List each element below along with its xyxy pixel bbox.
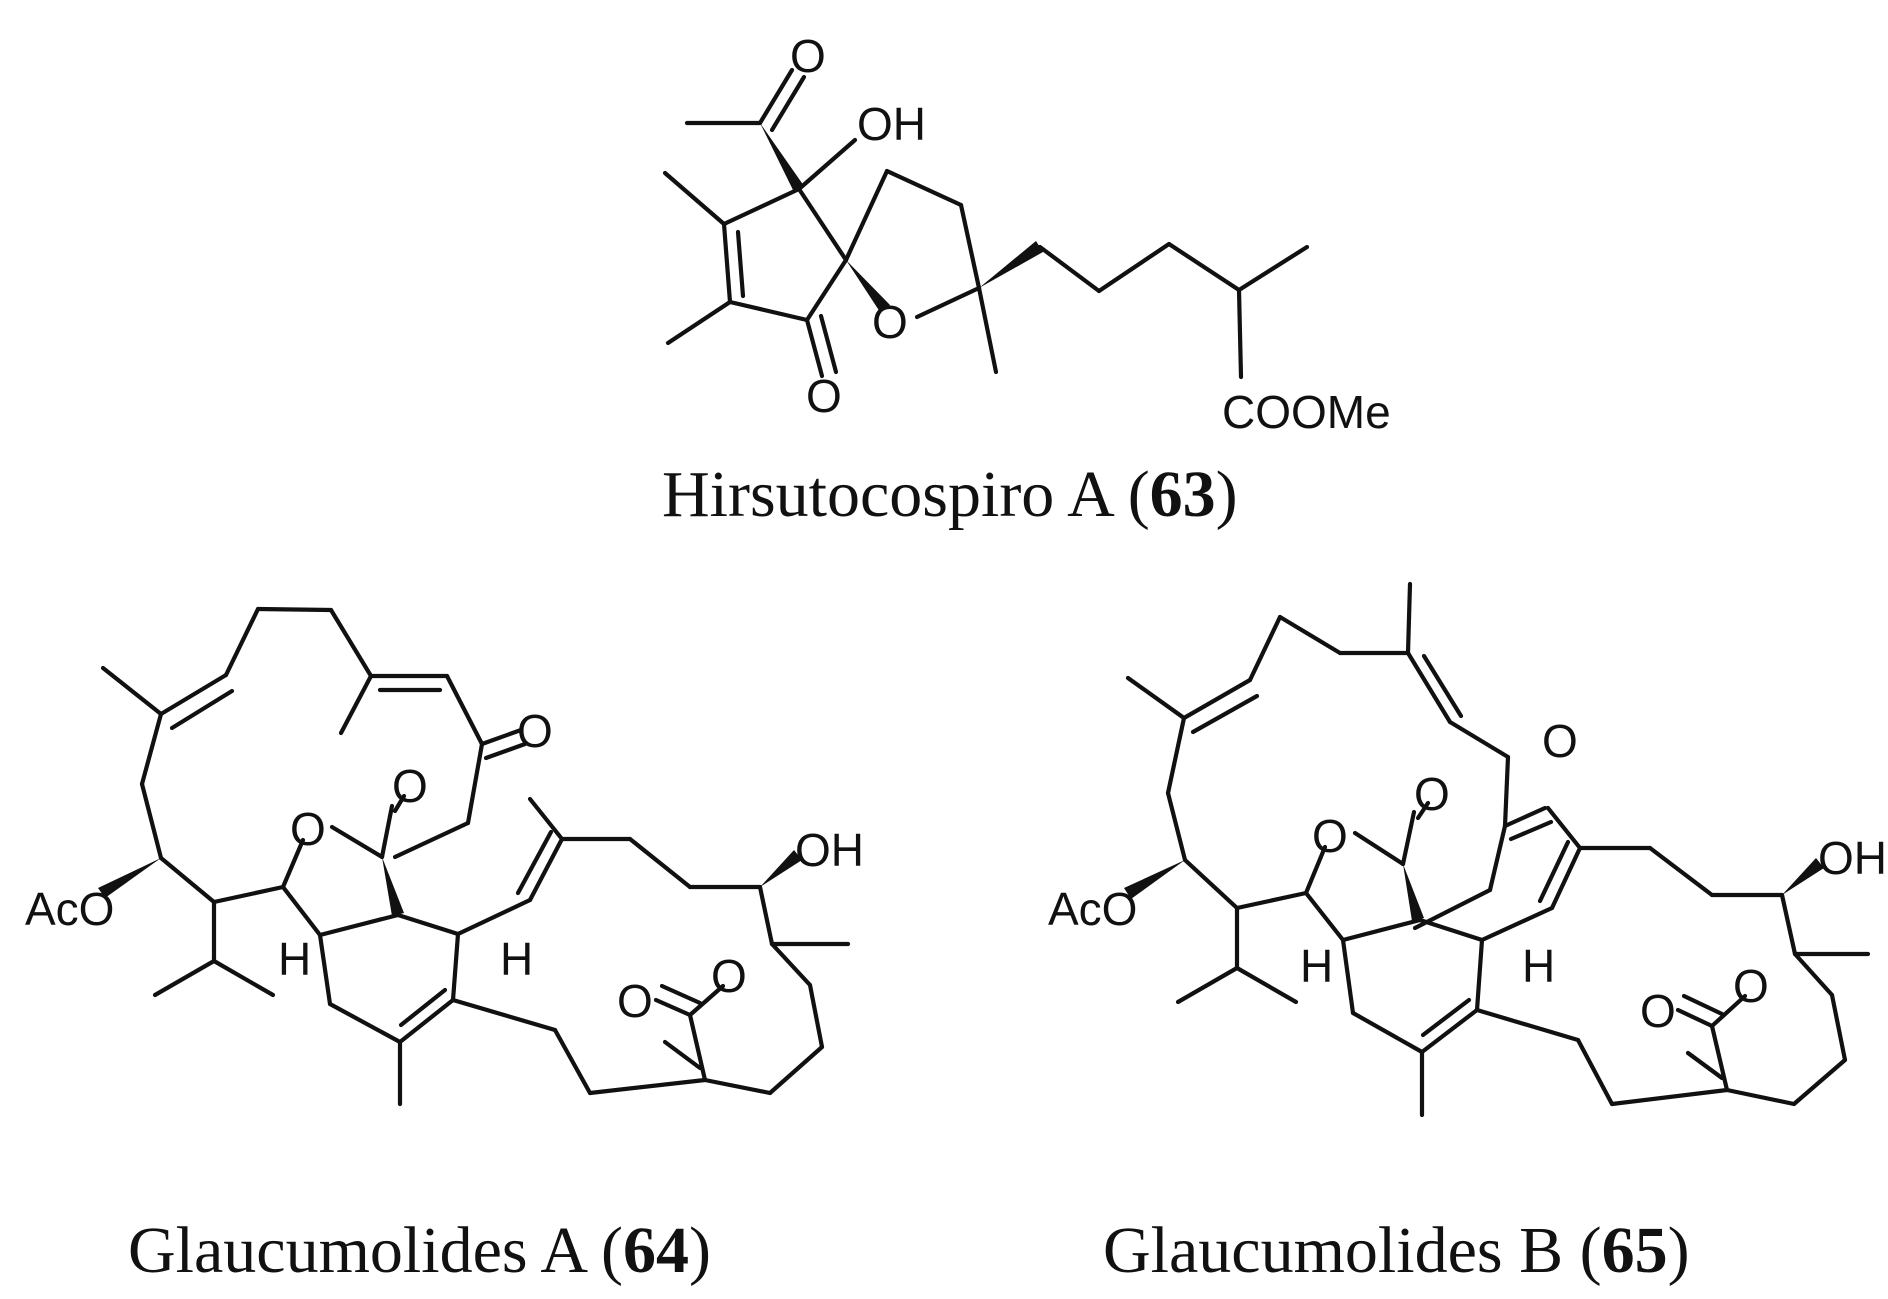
atom-label: O [1733, 960, 1769, 1012]
atom-label: O [392, 760, 428, 812]
atom-labels-63: O OH O O COOMe [790, 30, 1391, 438]
atom-label: OH [795, 824, 864, 876]
atom-label: O [1640, 985, 1676, 1037]
atom-label: H [1522, 940, 1555, 992]
caption-hirsutocospiro-a: Hirsutocospiro A (63) [662, 458, 1238, 531]
atom-label: O [1312, 810, 1348, 862]
atom-label: OH [857, 98, 926, 150]
compound-name: Hirsutocospiro A [662, 458, 1112, 531]
bonds-64 [98, 606, 851, 1107]
bonds-63 [662, 67, 1310, 380]
atom-label: COOMe [1222, 386, 1391, 438]
compound-number: 65 [1601, 1214, 1668, 1287]
atom-label: O [790, 30, 826, 82]
atom-label: OH [1818, 832, 1887, 884]
atom-label: O [711, 950, 747, 1002]
atom-label: O [1414, 768, 1450, 820]
atom-label: H [1300, 940, 1333, 992]
compound-name: Glaucumolides A [128, 1214, 585, 1287]
atom-label: O [806, 370, 842, 422]
caption-glaucumolides-b: Glaucumolides B (65) [1103, 1214, 1690, 1287]
atom-label: H [278, 933, 311, 985]
compound-number: 63 [1149, 458, 1216, 531]
atom-label: AcO [1048, 883, 1137, 935]
atom-label: AcO [25, 883, 114, 935]
atom-label: O [1542, 715, 1578, 767]
atom-label: O [872, 296, 908, 348]
compound-name: Glaucumolides B [1103, 1214, 1564, 1287]
caption-glaucumolides-a: Glaucumolides A (64) [128, 1214, 711, 1287]
atom-label: O [617, 975, 653, 1027]
compound-number: 64 [622, 1214, 689, 1287]
bonds-65 [1124, 581, 1871, 1118]
atom-label: O [517, 705, 553, 757]
atom-label: O [290, 803, 326, 855]
atom-labels-65: AcO O O O OH H H O O [1048, 715, 1887, 1037]
atom-labels-64: AcO O O O OH H H O O [25, 705, 864, 1027]
atom-label: H [500, 933, 533, 985]
